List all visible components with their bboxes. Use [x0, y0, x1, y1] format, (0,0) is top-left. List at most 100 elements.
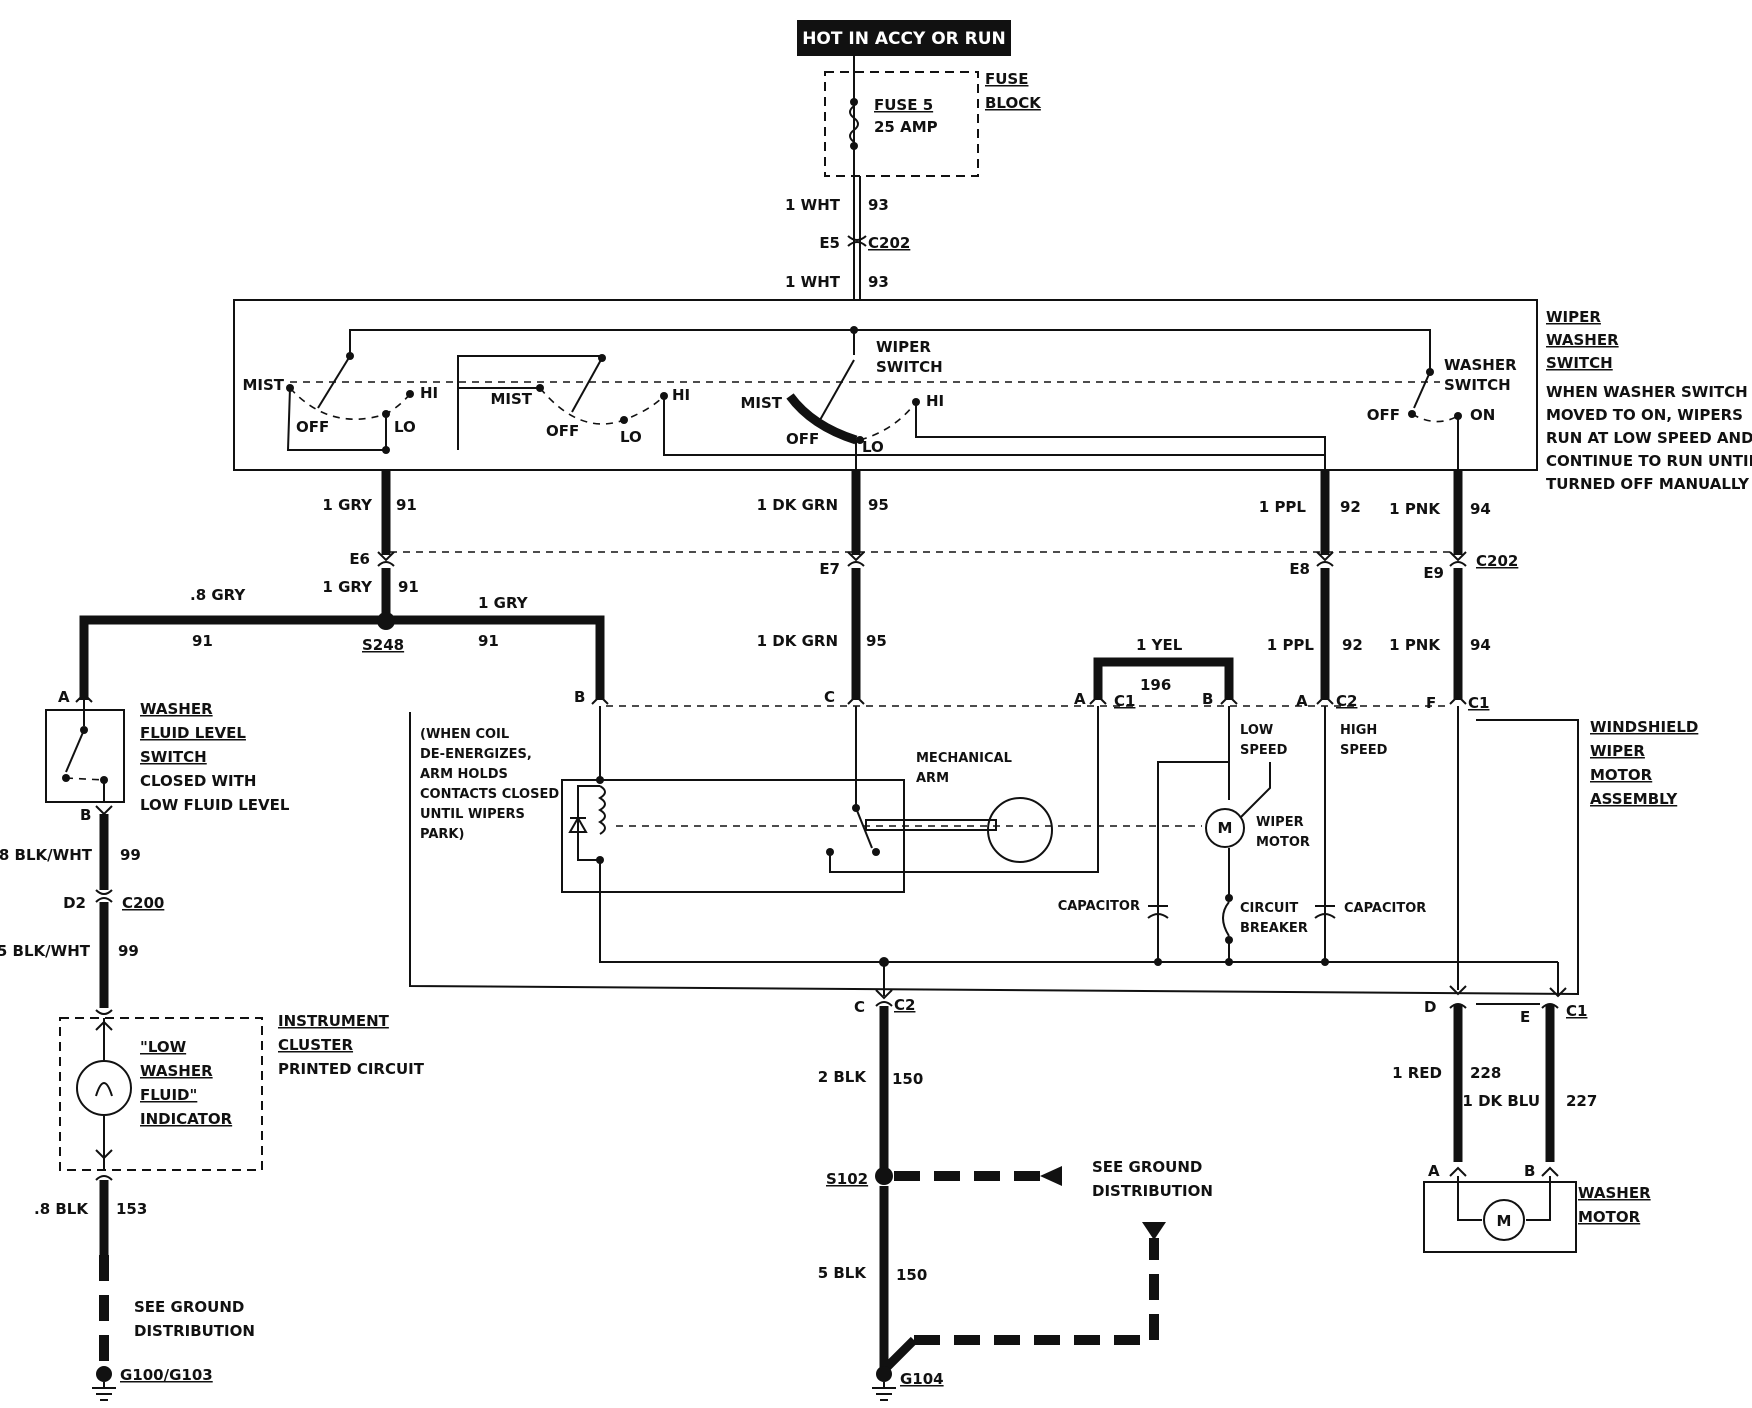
wire-150-num-b: 150 [896, 1266, 927, 1284]
power-label-background [797, 20, 1011, 56]
washer-off: OFF [1367, 406, 1400, 424]
motor-assembly-box [409, 712, 1579, 996]
high-speed-1: HIGH [1340, 723, 1377, 738]
fluid-title-1: WASHER [140, 700, 213, 718]
wire-91-right-num: 91 [478, 632, 499, 650]
pin-a2-motor: A [1296, 692, 1308, 710]
wire-227-color: 1 DK BLU [1462, 1092, 1540, 1110]
s2-lo: LO [620, 428, 642, 446]
washer-motor-symbol [1483, 1199, 1525, 1241]
cluster-title-1: INSTRUMENT [278, 1012, 390, 1030]
park-note-4: CONTACTS CLOSED [420, 787, 559, 802]
s1-lo: LO [394, 418, 416, 436]
switch-title-3: SWITCH [1546, 354, 1613, 372]
park-note-3: ARM HOLDS [420, 767, 508, 782]
fluid-title-3: SWITCH [140, 748, 207, 766]
motor-title-2: WIPER [1590, 742, 1645, 760]
wire-150-num-a: 150 [892, 1070, 923, 1088]
conn-c200: C200 [122, 894, 164, 912]
wire-99-color-b: .5 BLK/WHT [0, 942, 91, 960]
indicator-2: WASHER [140, 1062, 213, 1080]
switch-note-3: RUN AT LOW SPEED AND [1546, 429, 1752, 447]
wire-228-num: 228 [1470, 1064, 1501, 1082]
s2-hi: HI [672, 386, 690, 404]
see-ground-1: SEE GROUND [1092, 1158, 1202, 1176]
washer-conn-c1: C1 [1566, 1002, 1587, 1020]
mech-arm-1: MECHANICAL [916, 751, 1012, 766]
capacitor-right: CAPACITOR [1344, 901, 1426, 916]
wire-94-color: 1 PNK [1389, 500, 1441, 518]
circuit-breaker-2: BREAKER [1240, 921, 1308, 936]
wire-196-color: 1 YEL [1136, 636, 1183, 654]
wire-92-color: 1 PPL [1259, 498, 1307, 516]
washer-pin-a: A [1428, 1162, 1440, 1180]
wiper-motor-2: MOTOR [1256, 835, 1310, 850]
park-note-1: (WHEN COIL [420, 727, 509, 742]
pin-c-motor: C [824, 688, 835, 706]
washer-motor-title-2: MOTOR [1578, 1208, 1641, 1226]
splice-s102-label: S102 [826, 1170, 868, 1188]
washer-motor-m: M [1497, 1212, 1512, 1230]
washer-pin-d: D [1424, 998, 1436, 1016]
wire-93-num-b: 93 [868, 273, 889, 291]
s1-hi: HI [420, 384, 438, 402]
washer-motor-title-1: WASHER [1578, 1184, 1651, 1202]
s1-mist: MIST [242, 376, 284, 394]
pin-b2-motor: B [1202, 690, 1213, 708]
motor-title-1: WINDSHIELD [1590, 718, 1698, 736]
ground-g100-g103: G100/G103 [120, 1366, 213, 1384]
low-speed-1: LOW [1240, 723, 1273, 738]
cluster-ground-see-2: DISTRIBUTION [134, 1322, 255, 1340]
mech-arm-2: ARM [916, 771, 949, 786]
wire-153-num: 153 [116, 1200, 147, 1218]
conn-c1b-motor: C1 [1468, 694, 1489, 712]
conn-c1-motor: C1 [1114, 692, 1135, 710]
switch-note-5: TURNED OFF MANUALLY [1546, 475, 1750, 493]
washer-switch-label-1: WASHER [1444, 356, 1517, 374]
wire-91-right-color: 1 GRY [478, 594, 529, 612]
s3-hi: HI [926, 392, 944, 410]
indicator-4: INDICATOR [140, 1110, 233, 1128]
switch-title-1: WIPER [1546, 308, 1601, 326]
wire-99-color-a: .8 BLK/WHT [0, 846, 93, 864]
washer-on: ON [1470, 406, 1495, 424]
fuse-name: FUSE 5 [874, 96, 933, 114]
wire-94-num-b: 94 [1470, 636, 1491, 654]
fuse-rating: 25 AMP [874, 118, 938, 136]
pin-e8: E8 [1289, 560, 1310, 578]
ground-pin-c: C [854, 998, 865, 1016]
high-speed-2: SPEED [1340, 743, 1388, 758]
splice-s248 [377, 612, 395, 630]
fuse-block-title-2: BLOCK [985, 94, 1042, 112]
indicator-3: FLUID" [140, 1086, 197, 1104]
conn-c202-mid: C202 [1476, 552, 1518, 570]
park-note-2: DE-ENERGIZES, [420, 747, 532, 762]
fluid-pin-a: A [58, 688, 70, 706]
s3-off: OFF [786, 430, 819, 448]
wiper-washer-switch-box [233, 299, 1538, 471]
see-ground-2: DISTRIBUTION [1092, 1182, 1213, 1200]
conn-c202-top: C202 [868, 234, 910, 252]
pin-b-motor: B [574, 688, 585, 706]
switch-note-2: MOVED TO ON, WIPERS [1546, 406, 1743, 424]
wire-196-num: 196 [1140, 676, 1171, 694]
fluid-title-2: FLUID LEVEL [140, 724, 246, 742]
park-note-5: UNTIL WIPERS [420, 807, 525, 822]
s2-mist: MIST [490, 390, 532, 408]
pin-a1-motor: A [1074, 690, 1086, 708]
pin-e7: E7 [819, 560, 840, 578]
s2-off: OFF [546, 422, 579, 440]
wire-94-num: 94 [1470, 500, 1491, 518]
wire-95-num: 95 [868, 496, 889, 514]
wire-93-num-a: 93 [868, 196, 889, 214]
wire-92-num: 92 [1340, 498, 1361, 516]
instrument-cluster-box [59, 1017, 263, 1171]
conn-c202-pin-e5: E5 [819, 234, 840, 252]
wiper-motor-1: WIPER [1256, 815, 1304, 830]
wiper-switch-label-2: SWITCH [876, 358, 943, 376]
wire-150-color-b: 5 BLK [818, 1264, 868, 1282]
wire-91-num-b: 91 [398, 578, 419, 596]
wiper-switch-label-1: WIPER [876, 338, 931, 356]
wire-99-num-a: 99 [120, 846, 141, 864]
